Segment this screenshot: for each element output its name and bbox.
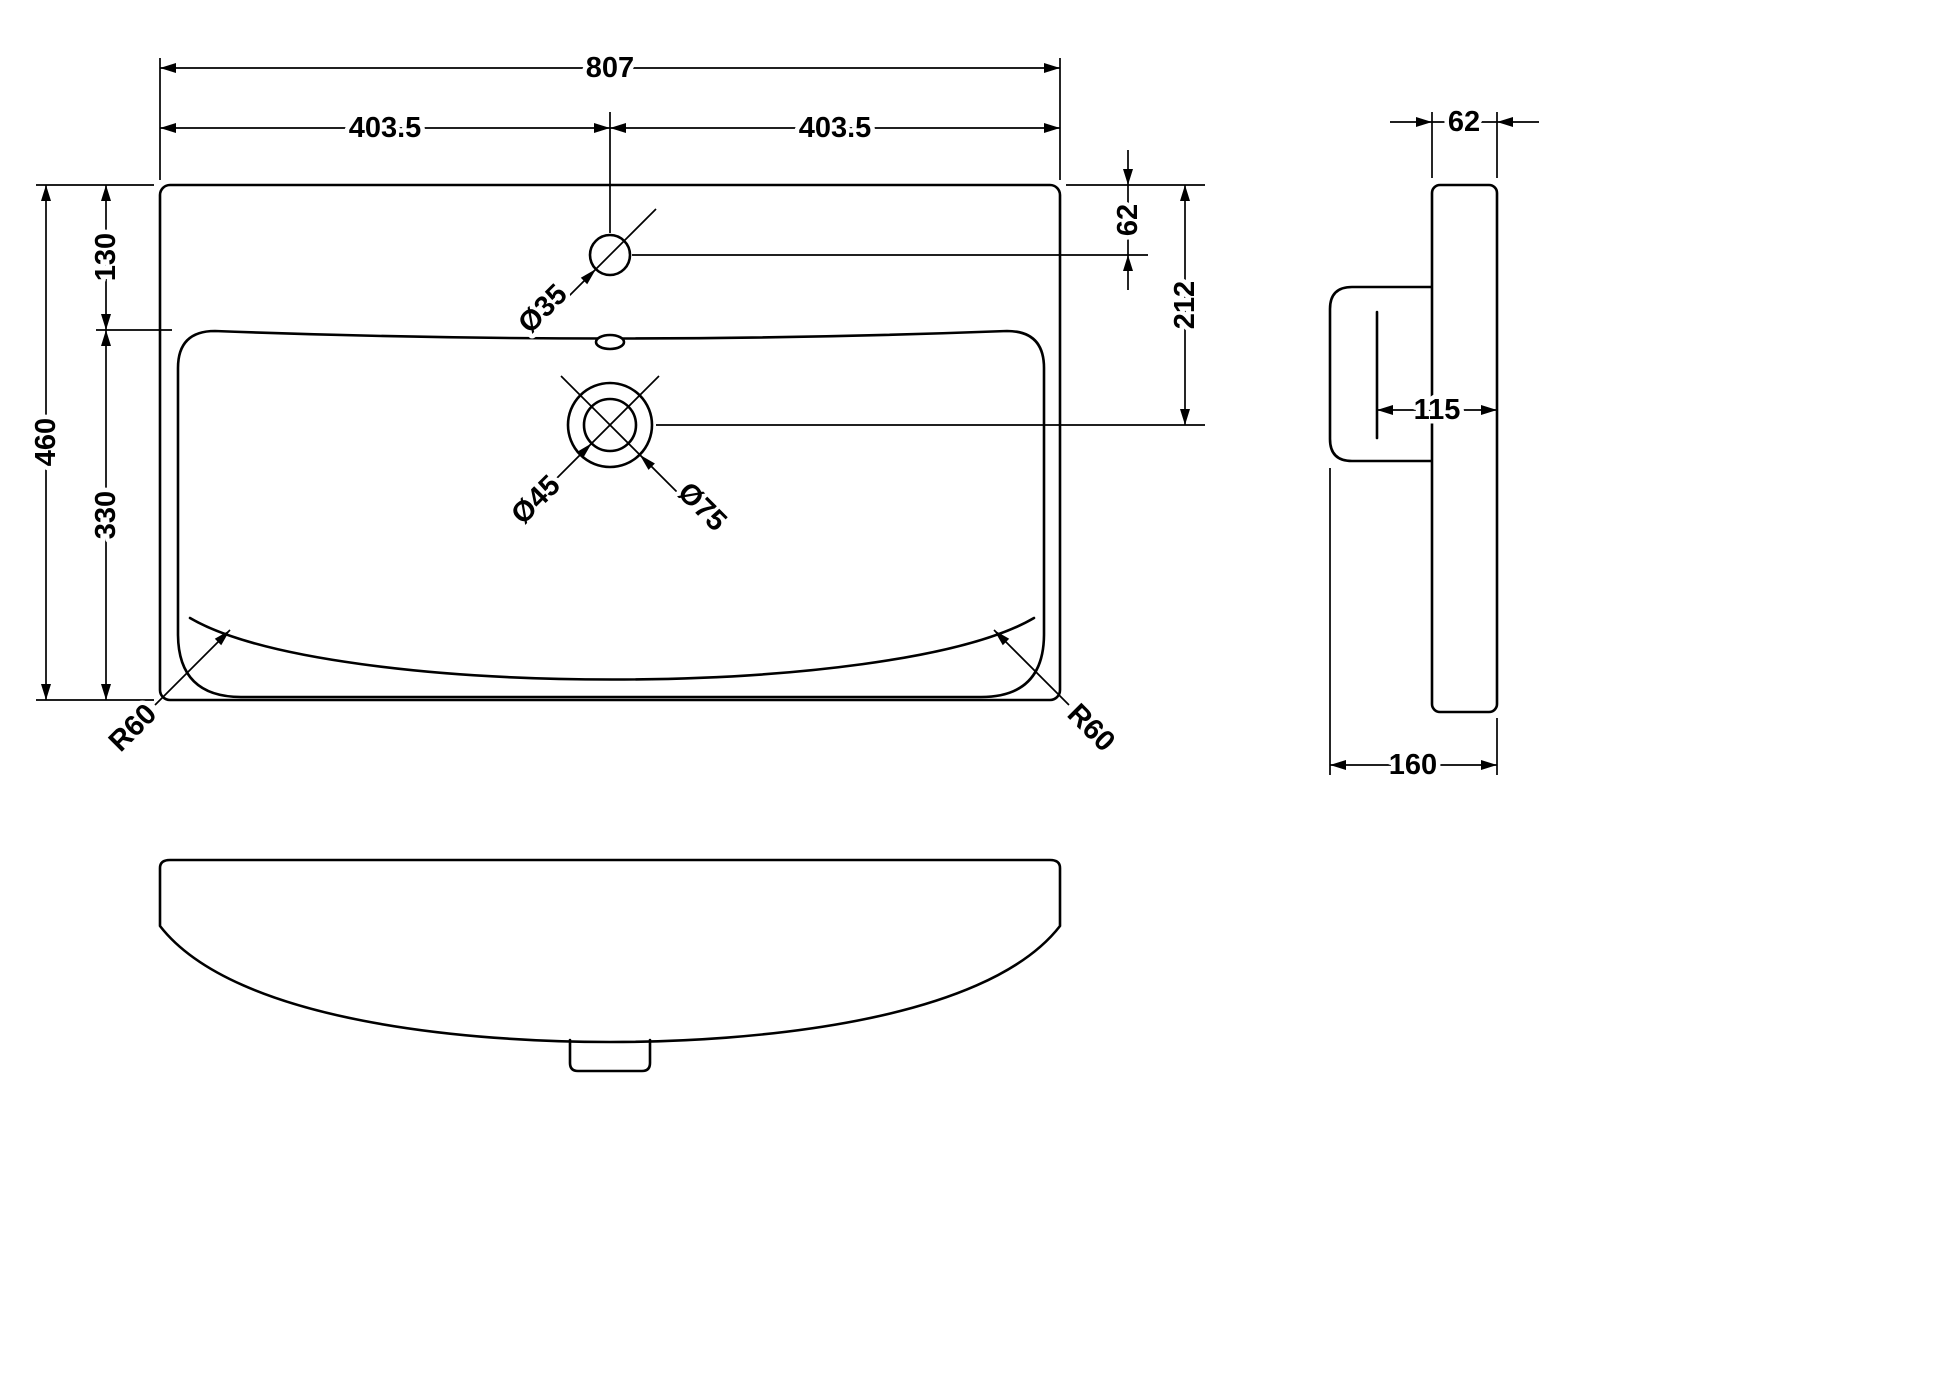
dim-115: 115: [1377, 390, 1497, 431]
dim-62-plan-label: 62: [1112, 204, 1144, 236]
front-view: [158, 858, 1062, 1073]
r60-right-label: R60: [1061, 698, 1121, 758]
dim-403-left-label: 403.5: [349, 112, 422, 144]
arrowhead: [41, 684, 51, 700]
arrowhead: [160, 63, 176, 73]
arrowhead: [1123, 169, 1133, 185]
dim-403-right-label: 403.5: [799, 112, 872, 144]
arrowhead: [214, 630, 230, 646]
arrowhead: [594, 123, 610, 133]
arrowhead: [1330, 760, 1346, 770]
arrowhead: [101, 330, 111, 346]
arrowhead: [1497, 117, 1513, 127]
arrowhead: [1180, 185, 1190, 201]
basin-outline-front: [158, 858, 1062, 1044]
arrowhead: [1481, 760, 1497, 770]
plan-view: [158, 183, 1062, 702]
arrowhead: [1044, 123, 1060, 133]
arrowhead: [1044, 63, 1060, 73]
dim-807: 807: [160, 48, 1060, 89]
arrowhead: [576, 443, 592, 459]
leader-line: [154, 629, 231, 706]
leader-line: [560, 375, 687, 502]
drain-outlet-front: [568, 1038, 652, 1073]
arrowhead: [41, 185, 51, 201]
dim-460: 460: [26, 185, 67, 700]
arrowhead: [1481, 405, 1497, 415]
side-view: [1328, 183, 1499, 714]
dim-460-label: 460: [30, 418, 62, 466]
dim-330-label: 330: [90, 491, 122, 539]
arrowhead: [1180, 409, 1190, 425]
arrowhead: [101, 314, 111, 330]
dim-807-label: 807: [586, 52, 634, 84]
bowl-outline-plan: [176, 329, 1046, 699]
arrowhead: [160, 123, 176, 133]
dim-62-side-label: 62: [1448, 106, 1480, 138]
bowl-floor-curve: [188, 616, 1036, 681]
arrowhead: [1123, 255, 1133, 271]
dim-115-label: 115: [1414, 394, 1461, 426]
dim-62-plan: 62: [1108, 150, 1149, 290]
arrowhead: [610, 123, 626, 133]
arrowhead: [1377, 405, 1393, 415]
bowl-profile-side: [1328, 285, 1432, 463]
arrowhead: [580, 269, 596, 285]
dim-212: 212: [1165, 185, 1206, 425]
dim-160: 160: [1330, 745, 1497, 786]
dim-160-label: 160: [1389, 749, 1437, 781]
dim-130-label: 130: [90, 233, 122, 281]
arrowhead: [101, 185, 111, 201]
r60-left-label: R60: [103, 698, 163, 758]
overflow-slot: [594, 333, 626, 351]
basin-slab-side: [1430, 183, 1499, 714]
dim-130: 130: [86, 185, 127, 700]
leader-line: [533, 375, 660, 502]
side-dimensions: 62 115 160: [1329, 102, 1539, 786]
arrowhead: [1416, 117, 1432, 127]
dim-330: 330: [86, 330, 127, 700]
leader-line: [563, 208, 657, 302]
arrowhead: [101, 684, 111, 700]
dim-403-right: 403.5: [610, 108, 1060, 149]
leader-line: [993, 629, 1070, 706]
dim-62-side: 62: [1390, 102, 1539, 143]
arrowhead: [639, 454, 655, 470]
arrowhead: [994, 630, 1010, 646]
dim-212-label: 212: [1169, 281, 1201, 329]
